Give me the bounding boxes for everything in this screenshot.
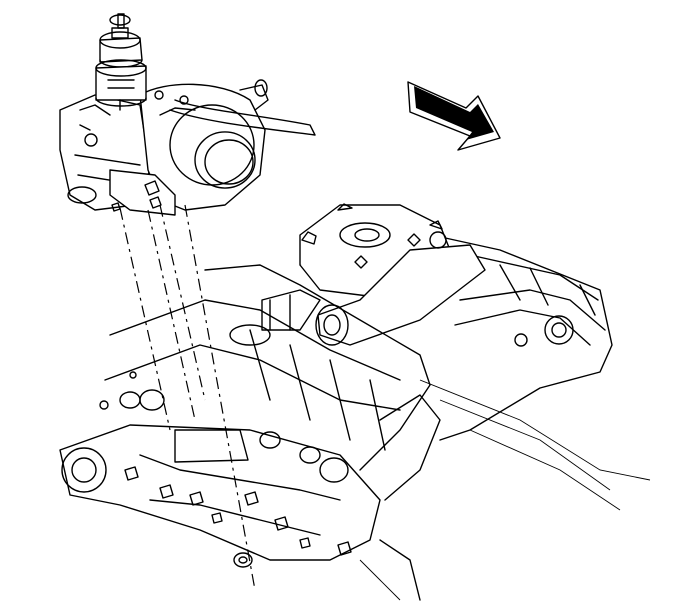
front-direction-arrow-icon	[407, 81, 501, 151]
exhaust-manifold-icon	[59, 264, 441, 601]
engine-block-icon	[417, 231, 651, 511]
washer-icon	[233, 552, 253, 568]
turbocharger-icon	[59, 79, 316, 216]
intake-manifold-icon	[261, 203, 486, 346]
leader-lines	[119, 204, 256, 591]
mounting-bolt-icon	[99, 371, 352, 556]
wastegate-actuator-icon	[95, 13, 147, 111]
